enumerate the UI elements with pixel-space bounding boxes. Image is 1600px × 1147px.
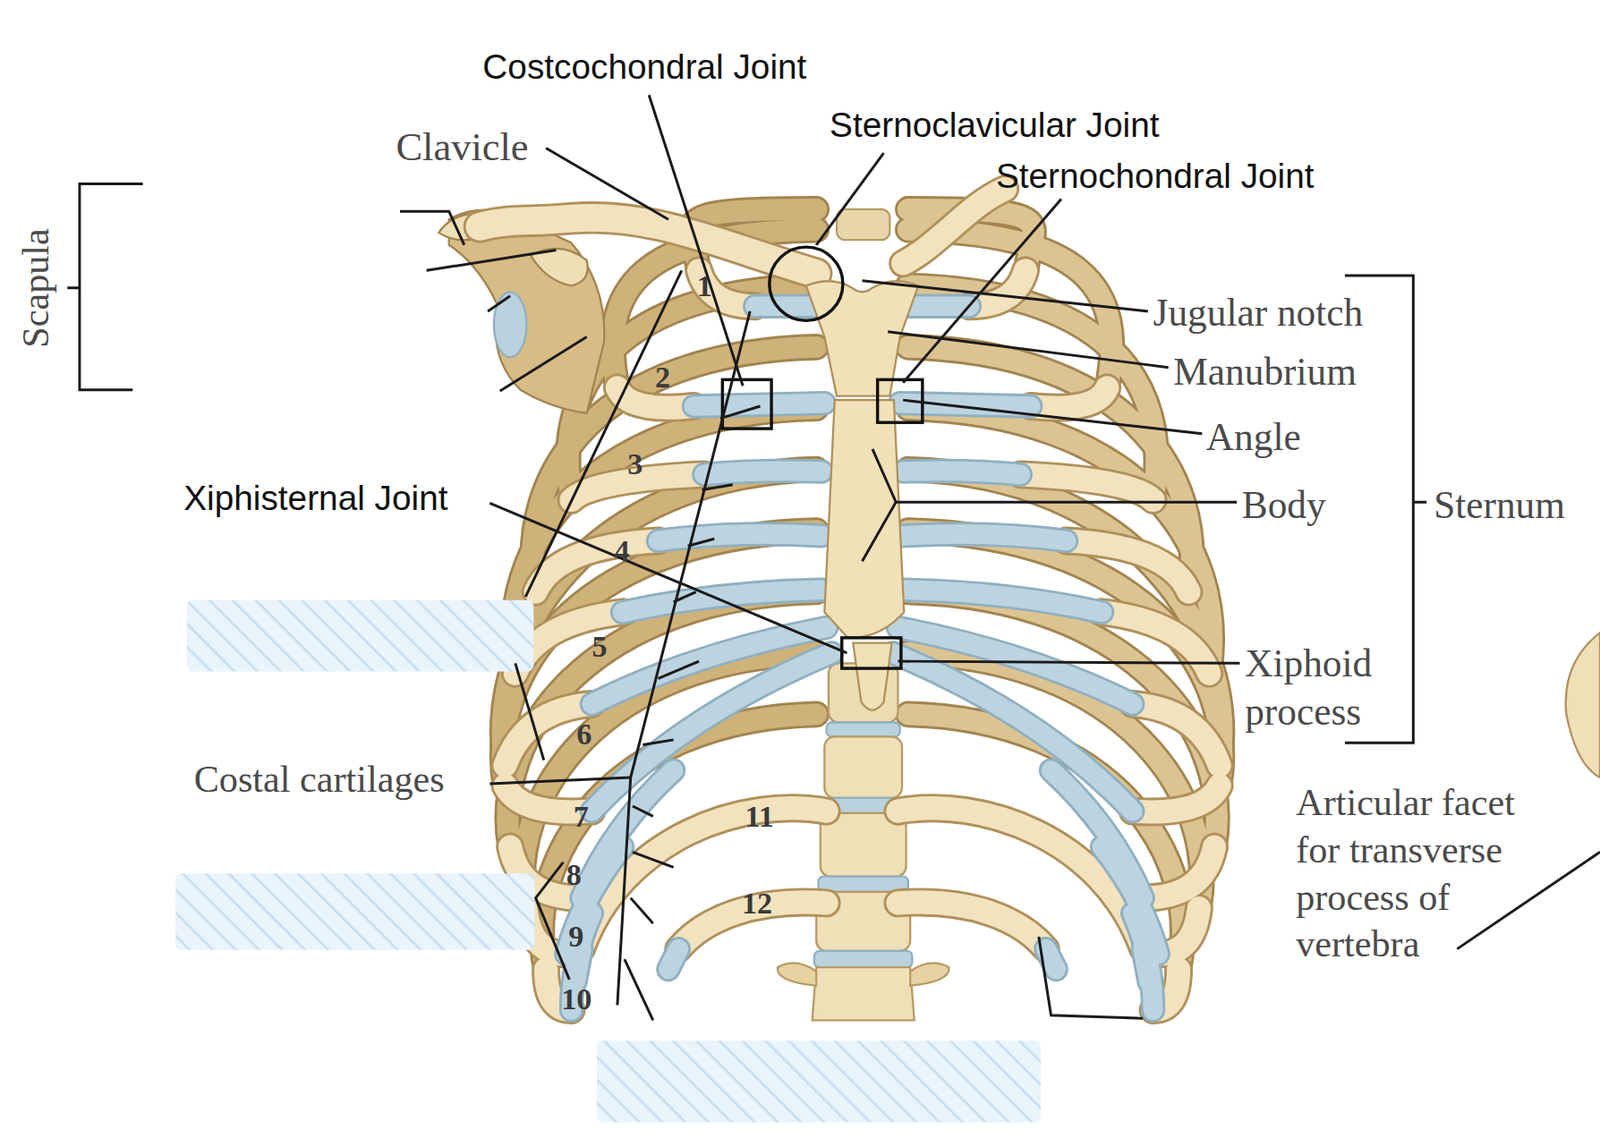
leader-line	[426, 250, 557, 272]
callout-number: 6	[576, 715, 592, 755]
leader-line	[400, 211, 465, 246]
leader-line	[902, 199, 1062, 383]
clavicle-bone	[479, 217, 817, 273]
clavicles	[479, 188, 1005, 274]
joint-label: Sternoclavicular Joint	[829, 103, 1159, 147]
answer-blanks	[175, 600, 1041, 1124]
anterior-ribs	[504, 270, 1219, 1011]
callout-number: 4	[613, 532, 630, 571]
anatomy-label: Xiphoid process	[1244, 638, 1424, 736]
costal-cartilage	[566, 306, 832, 1011]
blank-box	[175, 873, 535, 951]
clavicle-outline	[902, 188, 1005, 264]
disc	[814, 951, 912, 968]
anatomy-label: Clavicle	[395, 122, 528, 173]
leader-line	[487, 296, 511, 312]
leader-line	[897, 661, 1240, 664]
clavicle-bone	[902, 188, 1005, 264]
xiphoid-bone	[852, 643, 892, 711]
joint-label: Xiphisternal Joint	[183, 476, 448, 520]
vertebra	[836, 209, 890, 240]
anatomy-label: Body	[1242, 480, 1327, 529]
anatomy-label: Scapula	[12, 228, 60, 349]
anatomy-label: Sternum	[1433, 480, 1566, 529]
cartilage-outline	[566, 306, 832, 1011]
joint-box	[842, 638, 902, 669]
anatomy-label: Articular facet for transverse process o…	[1295, 779, 1566, 969]
callout-number: 12	[741, 885, 773, 924]
bracket	[515, 270, 682, 760]
vertebra	[824, 736, 903, 798]
callout-number: 3	[627, 445, 643, 485]
leader-line	[648, 94, 743, 386]
anatomy-label: Jugular notch	[1153, 288, 1364, 337]
anatomy-label: Costal cartilages	[194, 756, 445, 804]
callout-number: 10	[561, 980, 592, 1020]
transverse-process	[777, 962, 817, 986]
transverse-process	[910, 962, 949, 986]
leader-line	[902, 400, 1202, 435]
leader-lines	[67, 94, 1600, 1021]
callout-number: 2	[655, 358, 671, 398]
joint-circle	[769, 246, 843, 321]
sternum-bone	[806, 280, 919, 711]
bracket	[536, 862, 571, 980]
blank-box	[187, 600, 535, 673]
blank-box	[596, 1040, 1041, 1123]
costal-cartilage	[893, 306, 1158, 1011]
joint-label: Sternochondral Joint	[995, 154, 1315, 198]
leader-tick	[624, 406, 761, 1021]
bracket	[67, 183, 143, 390]
leader-line	[862, 280, 1149, 312]
callout-number: 5	[591, 628, 607, 667]
leader-line	[862, 449, 1237, 562]
vertebra	[812, 967, 915, 1021]
clavicle-outline	[479, 217, 817, 273]
leader-line	[489, 777, 630, 784]
callout-number: 9	[568, 918, 584, 957]
anatomy-label: Angle	[1206, 412, 1302, 461]
joint-markers	[722, 246, 923, 669]
callout-number: 11	[744, 798, 774, 837]
disc	[826, 722, 901, 737]
leader-line	[500, 336, 588, 391]
sternal-body	[824, 400, 904, 638]
bracket	[1038, 936, 1143, 1019]
callout-number: 7	[573, 798, 589, 837]
joint-label: Costcochondral Joint	[482, 45, 807, 89]
leader-line	[816, 153, 884, 246]
cartilage-outline	[893, 306, 1158, 1011]
callout-number: 1	[697, 267, 713, 307]
coracoid	[530, 248, 588, 287]
anatomy-label: Manubrium	[1173, 347, 1357, 396]
leader-line	[545, 147, 669, 220]
vertebra-fragment	[1565, 632, 1600, 778]
glenoid-cavity	[493, 291, 527, 358]
leader-line	[887, 331, 1169, 368]
callout-number: 8	[566, 856, 582, 895]
